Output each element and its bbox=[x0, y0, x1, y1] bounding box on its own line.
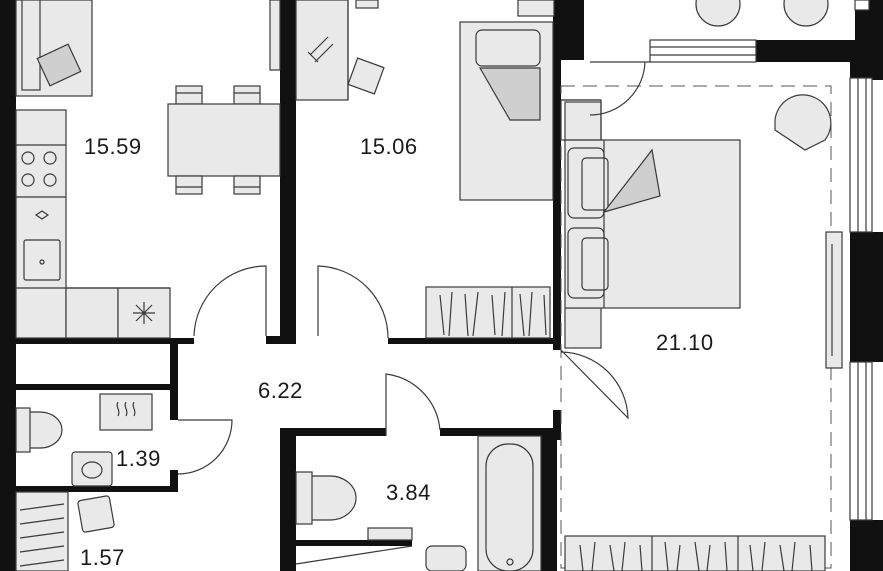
room-area-bedroom-1: 15.06 bbox=[360, 134, 418, 159]
room-area-closet: 1.57 bbox=[80, 545, 125, 570]
wc-furniture bbox=[15, 393, 542, 571]
windows bbox=[649, 0, 873, 521]
room-area-kitchen: 15.59 bbox=[84, 134, 142, 159]
room-area-bedroom-2: 21.10 bbox=[656, 330, 714, 355]
area-labels: 15.59 15.06 21.10 6.22 3.84 1.39 1.57 bbox=[80, 134, 714, 570]
bedroom-2-furniture bbox=[560, 0, 843, 571]
room-area-toilet: 1.39 bbox=[116, 446, 161, 471]
doors bbox=[177, 61, 650, 565]
kitchen-furniture bbox=[15, 0, 281, 339]
room-area-hallway: 6.22 bbox=[258, 378, 303, 403]
bedroom-1-furniture bbox=[295, 0, 555, 339]
room-area-bathroom: 3.84 bbox=[386, 480, 431, 505]
